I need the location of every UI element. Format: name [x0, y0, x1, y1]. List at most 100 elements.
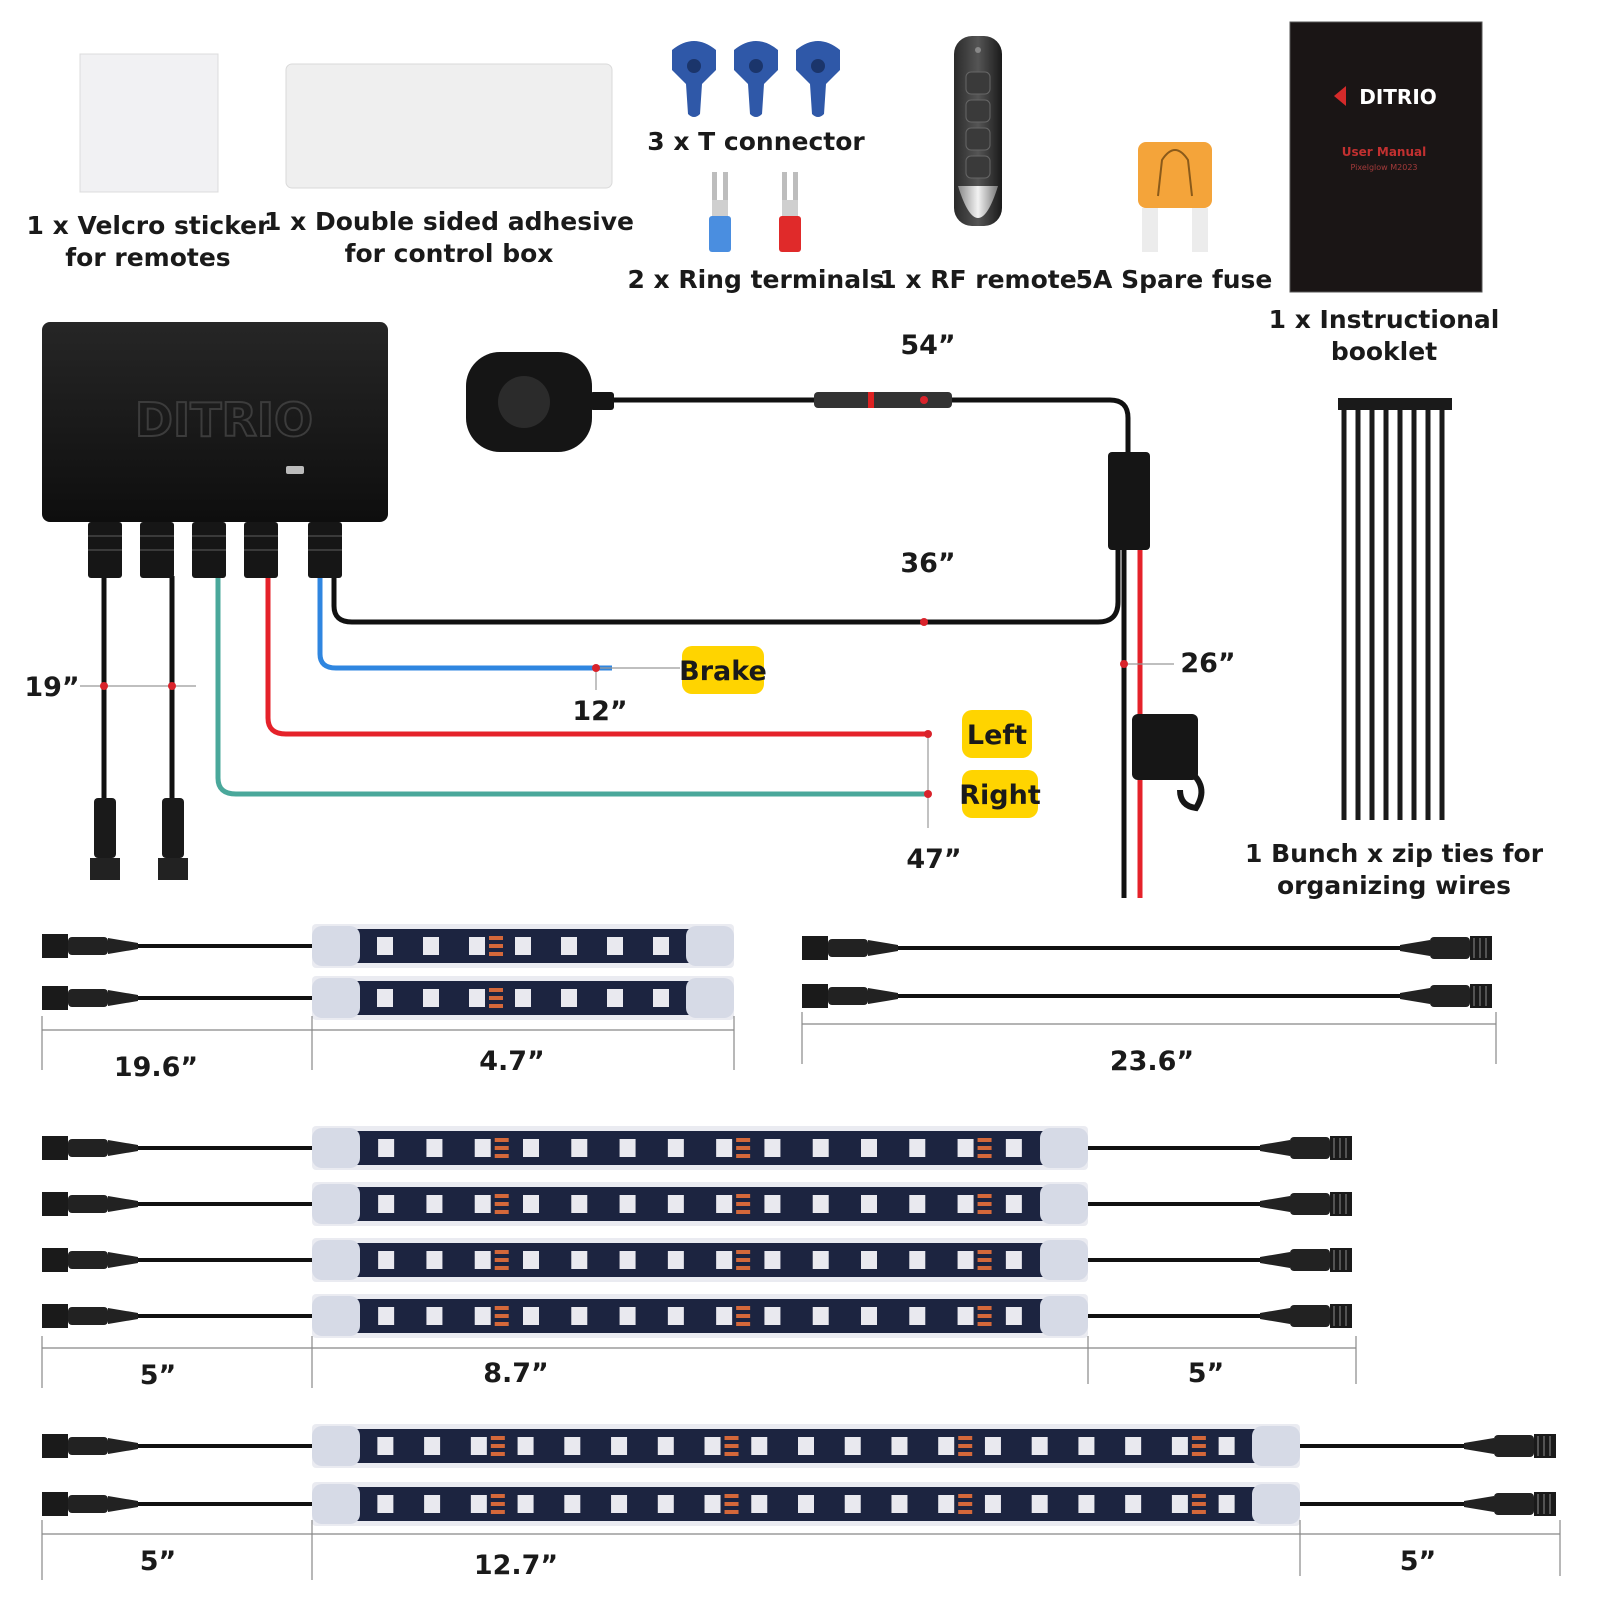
booklet-subtitle: Pixelglow M2023 — [1350, 163, 1417, 172]
rf-remote — [954, 36, 1002, 226]
long-led-strip — [42, 1482, 1556, 1526]
extension-length: 23.6” — [1110, 1046, 1194, 1077]
left-label: Left — [967, 720, 1027, 751]
strip-pcb — [356, 1299, 1044, 1333]
strip-pcb — [356, 1187, 1044, 1221]
led-chip — [378, 1251, 395, 1269]
led-chip — [1031, 1495, 1048, 1513]
led-chip — [523, 1251, 539, 1269]
short-led-strip — [42, 924, 734, 968]
led-chip — [517, 1495, 534, 1513]
led-chip — [619, 1195, 636, 1213]
extension-cable — [802, 936, 1492, 960]
led-chip — [667, 1139, 684, 1157]
main-wire — [331, 548, 1121, 625]
led-chip — [474, 1139, 491, 1157]
led-chip — [704, 1437, 721, 1455]
lead-length: 19” — [24, 672, 79, 703]
led-chip — [657, 1437, 674, 1455]
strip-end-cap — [686, 926, 734, 966]
led-chip — [1218, 1495, 1235, 1513]
led-chip — [377, 937, 393, 955]
booklet-brand: DITRIO — [1359, 85, 1437, 109]
male-connector — [42, 1434, 68, 1458]
led-chip — [667, 1307, 684, 1325]
mid-strip-length: 8.7” — [483, 1358, 549, 1389]
led-chip — [812, 1195, 829, 1213]
led-chip — [564, 1495, 581, 1513]
led-chip — [667, 1251, 684, 1269]
right-tag: Right — [959, 770, 1041, 818]
led-chip — [523, 1139, 539, 1157]
adhesive-caption-1: 1 x Double sided adhesive — [264, 207, 634, 236]
long-lead-in-length: 5” — [140, 1546, 177, 1577]
led-chip — [469, 989, 485, 1007]
led-chip — [515, 937, 531, 955]
strip-end-cap — [1040, 1240, 1088, 1280]
extension-cable — [802, 984, 1492, 1008]
strip-end-cap — [312, 978, 360, 1018]
ring-terminal-blue-icon — [709, 172, 731, 252]
switch-cable-length: 54” — [900, 330, 955, 361]
led-chip — [377, 989, 393, 1007]
led-chip — [607, 937, 623, 955]
led-chip — [424, 1437, 441, 1455]
male-connector — [802, 936, 828, 960]
led-chip — [1171, 1437, 1188, 1455]
led-chip — [861, 1307, 877, 1325]
led-strips — [41, 924, 1561, 1580]
right-label: Right — [959, 780, 1041, 811]
double-sided-adhesive — [285, 63, 613, 189]
mode-switch — [466, 352, 614, 452]
led-chip — [515, 989, 531, 1007]
control-box: DITRIO — [42, 322, 388, 578]
strip-end-cap — [686, 978, 734, 1018]
led-chip — [861, 1195, 877, 1213]
led-chip — [938, 1437, 955, 1455]
male-connector — [42, 1136, 68, 1160]
led-chip — [474, 1251, 491, 1269]
led-chip — [1125, 1437, 1142, 1455]
medium-led-strip — [42, 1182, 1352, 1226]
led-chip — [844, 1495, 861, 1513]
led-chip — [619, 1307, 636, 1325]
turn-wire-length: 47” — [906, 844, 961, 875]
led-chip — [1005, 1251, 1022, 1269]
led-chip — [657, 1495, 674, 1513]
velcro-sticker — [79, 53, 219, 193]
led-chip — [571, 1195, 588, 1213]
long-lead-out-length: 5” — [1400, 1546, 1437, 1577]
led-chip — [378, 1195, 395, 1213]
short-lead-length: 19.6” — [114, 1052, 198, 1083]
strip-end-cap — [312, 926, 360, 966]
y-splitter — [1108, 452, 1150, 550]
led-chip — [716, 1307, 733, 1325]
led-chip — [1078, 1437, 1095, 1455]
led-chip — [891, 1495, 908, 1513]
spare-fuse — [1138, 142, 1212, 252]
led-chip — [561, 937, 577, 955]
strip-end-cap — [312, 1240, 360, 1280]
led-chip — [861, 1251, 877, 1269]
led-chip — [764, 1139, 781, 1157]
led-chip — [909, 1195, 926, 1213]
short-strip-length: 4.7” — [479, 1046, 545, 1077]
strip-end-cap — [312, 1426, 360, 1466]
booklet-caption-1: 1 x Instructional — [1269, 305, 1500, 334]
t-connector-icon — [672, 41, 716, 117]
led-chip — [523, 1195, 539, 1213]
led-chip — [764, 1195, 781, 1213]
led-chip — [957, 1307, 974, 1325]
led-chip — [571, 1307, 588, 1325]
led-chip — [938, 1495, 955, 1513]
brake-wire-length: 12” — [572, 696, 627, 727]
male-connector — [42, 1492, 68, 1516]
led-chip — [619, 1139, 636, 1157]
strip-end-cap — [1040, 1296, 1088, 1336]
rf-remote-caption: 1 x RF remote — [879, 265, 1076, 294]
medium-led-strip — [42, 1294, 1352, 1338]
led-chip — [1218, 1437, 1235, 1455]
strip-end-cap — [1252, 1484, 1300, 1524]
led-chip — [751, 1437, 768, 1455]
